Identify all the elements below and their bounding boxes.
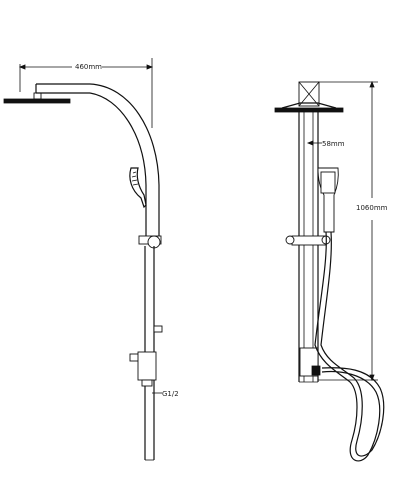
width-dimension: 460mm <box>18 58 154 128</box>
front-view: 1060mm 58mm <box>274 80 388 462</box>
top-connector <box>298 81 320 107</box>
diverter-valve <box>129 351 157 387</box>
spacing-label: 58mm <box>322 140 345 148</box>
spacing-callout: 58mm <box>306 140 345 148</box>
height-label: 1060mm <box>356 204 388 212</box>
overhead-shower-head-front <box>274 102 344 113</box>
overhead-shower-head <box>3 92 71 104</box>
slide-holder <box>138 235 162 249</box>
rail-bracket <box>153 325 163 333</box>
hand-shower-side <box>129 167 147 209</box>
thread-label: G1/2 <box>162 390 179 398</box>
side-view: 460mm <box>3 58 179 461</box>
width-label: 460mm <box>75 63 102 71</box>
riser-rail-front <box>298 112 319 383</box>
shower-hose <box>314 231 385 462</box>
diverter-valve-front <box>299 347 321 377</box>
height-dimension: 1060mm <box>318 80 388 382</box>
curved-shower-arm <box>35 83 160 236</box>
hand-shower-front <box>317 167 339 233</box>
thread-callout: G1/2 <box>152 390 179 398</box>
slide-holder-front <box>285 235 331 246</box>
